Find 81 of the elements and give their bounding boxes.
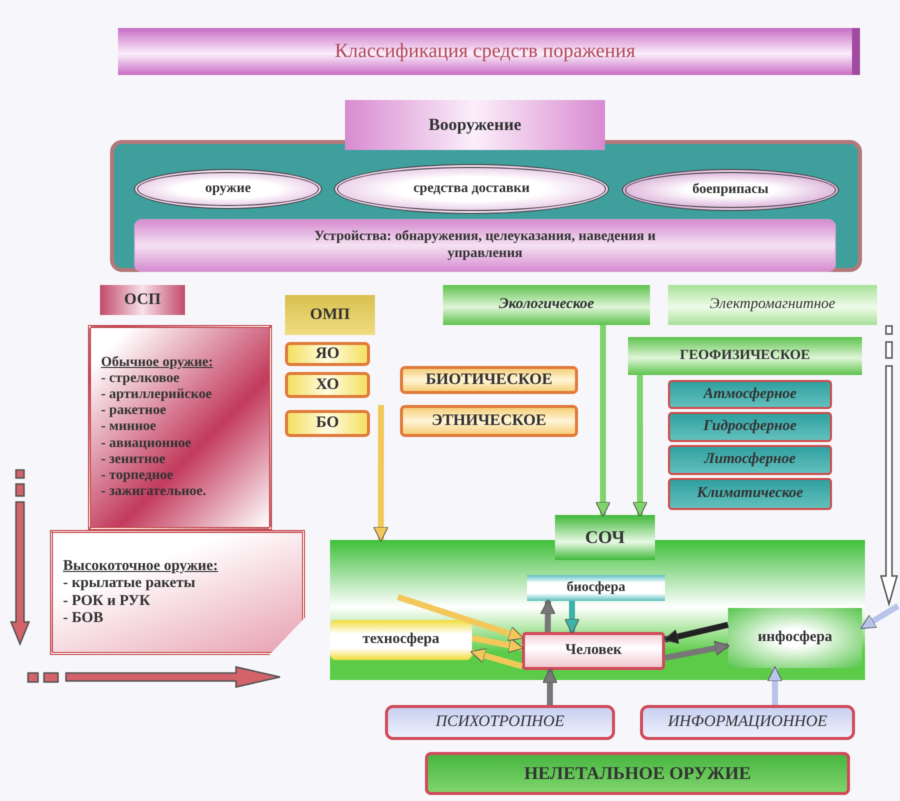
category-box — [400, 405, 578, 437]
arrow — [664, 640, 730, 661]
heading-tab — [345, 100, 605, 150]
category-box — [425, 752, 850, 795]
arrow — [564, 601, 580, 634]
box-label: инфосфера — [758, 629, 832, 647]
category-box — [668, 285, 877, 325]
category-box — [100, 285, 185, 315]
box-label: Литосферное — [704, 451, 796, 469]
arrow — [542, 668, 558, 706]
box-label: ОСП — [124, 290, 161, 310]
box-label: ОМП — [310, 306, 350, 324]
box-label: Экологическое — [498, 296, 594, 314]
category-box — [668, 478, 832, 510]
arrow — [470, 648, 523, 670]
arrow — [373, 405, 388, 542]
list-item: - крылатые ракеты — [63, 575, 196, 592]
category-box — [285, 342, 370, 366]
box-label: ПСИХОТРОПНОЕ — [436, 713, 564, 732]
box-label: техносфера — [362, 631, 440, 649]
category-box — [50, 530, 305, 655]
category-box — [628, 337, 862, 375]
arrow — [632, 375, 648, 517]
list-item: - минное — [101, 419, 156, 436]
category-box — [400, 366, 578, 394]
list-item: - зажигательное. — [101, 484, 206, 500]
title-banner: Классификация средств поражения — [118, 28, 860, 75]
list-item: - авиационное — [101, 436, 192, 452]
category-box — [728, 608, 862, 668]
box-label: ИНФОРМАЦИОННОЕ — [668, 713, 828, 732]
box-label: Гидросферное — [703, 418, 797, 436]
box-label: БО — [316, 414, 339, 433]
list-item: - ракетное — [101, 403, 166, 420]
box-label: ЭТНИЧЕСКОЕ — [432, 412, 546, 430]
category-box — [285, 372, 370, 398]
heading-tab — [555, 515, 655, 560]
box-label: Климатическое — [696, 485, 804, 503]
box-label: биосфера — [566, 580, 626, 596]
arrow — [767, 666, 783, 706]
list-item: - торпедное — [101, 468, 174, 484]
category-box — [668, 445, 832, 475]
arrow — [540, 599, 556, 632]
box-label: ГЕОФИЗИЧЕСКОЕ — [680, 348, 810, 364]
box-label: Атмосферное — [703, 386, 797, 404]
category-box — [88, 325, 272, 530]
category-box — [640, 705, 855, 740]
list-item: - БОВ — [63, 610, 104, 627]
box-label: Человек — [565, 642, 622, 660]
list-heading: Высокоточное оружие: — [63, 558, 218, 576]
list-item: - зенитное — [101, 452, 166, 468]
arrow — [595, 325, 611, 517]
category-box — [443, 285, 650, 325]
box-label: СОЧ — [585, 527, 625, 548]
category-box — [285, 410, 370, 437]
list-heading: Обычное оружие: — [101, 355, 214, 372]
arrow — [860, 603, 900, 630]
category-box — [527, 575, 665, 601]
box-label: ХО — [316, 376, 340, 394]
box-label: НЕЛЕТАЛЬНОЕ ОРУЖИЕ — [524, 763, 751, 784]
box-label: Устройства: обнаружения, целеуказания, наведения и управления — [313, 229, 657, 262]
box-label: средства доставки — [413, 180, 530, 198]
group-panel — [110, 140, 862, 272]
arrow — [397, 594, 524, 641]
box-label: БИОТИЧЕСКОЕ — [426, 370, 552, 390]
category-box — [522, 632, 665, 670]
category-box — [668, 380, 832, 409]
box-label: ЯО — [316, 344, 340, 364]
arrow — [471, 635, 524, 653]
category-box — [668, 412, 832, 442]
category-box — [385, 705, 615, 740]
category-box — [285, 295, 375, 335]
list-item: - стрелковое — [101, 371, 180, 388]
list-item: - РОК и РУК — [63, 592, 150, 610]
box-label: Электромагнитное — [710, 296, 836, 314]
box-label: оружие — [205, 180, 251, 198]
category-box — [134, 219, 836, 272]
arrow — [663, 622, 729, 644]
box-label: Вооружение — [428, 115, 522, 135]
category-box — [330, 620, 472, 660]
box-label: боеприпасы — [692, 182, 769, 198]
list-item: - артиллерийское — [101, 387, 212, 404]
